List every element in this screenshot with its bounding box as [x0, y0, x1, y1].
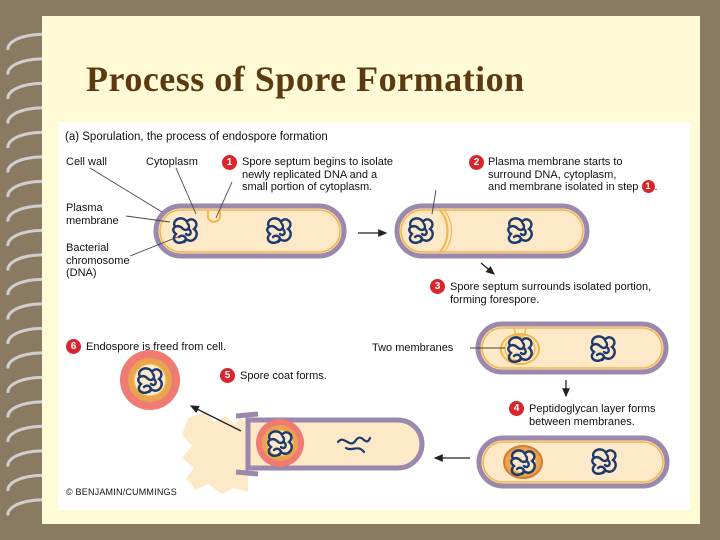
- step-2-badge: 2: [469, 155, 484, 170]
- step-1-badge: 1: [222, 155, 237, 170]
- step-5-badge: 5: [220, 368, 235, 383]
- step-1-text: Spore septum begins to isolate newly rep…: [242, 156, 394, 193]
- step-6-badge: 6: [66, 339, 81, 354]
- step-2-ref-badge: 1: [641, 180, 655, 193]
- label-cytoplasm: Cytoplasm: [146, 156, 198, 168]
- slide-title: Process of Spore Formation: [86, 59, 525, 99]
- cell-step-5: [182, 411, 425, 494]
- free-endospore: [120, 350, 180, 410]
- cell-step-3: [475, 321, 669, 375]
- step-4-badge: 4: [509, 401, 524, 416]
- cell-step-4: [476, 435, 670, 489]
- step-6-text: Endospore is freed from cell.: [86, 341, 227, 353]
- label-two-membranes: Two membranes: [372, 342, 454, 354]
- cell-step-1: [153, 203, 347, 259]
- leader-lines: [89, 167, 505, 349]
- step-4-text: Peptidoglycan layer forms between membra…: [529, 403, 656, 428]
- step-2-text: Plasma membrane starts to surround DNA, …: [488, 156, 658, 193]
- sporulation-figure: (a) Sporulation, the process of endospor…: [58, 122, 690, 510]
- panel-title: (a) Sporulation, the process of endospor…: [65, 131, 328, 143]
- sporulation-diagram: [89, 167, 670, 494]
- cell-step-2: [394, 203, 590, 259]
- step-5-text: Spore coat forms.: [240, 370, 327, 382]
- copyright-credit: © BENJAMIN/CUMMINGS: [66, 487, 177, 497]
- process-arrows: [189, 229, 570, 462]
- label-plasma-membrane: Plasma membrane: [66, 202, 119, 227]
- step-3-text: Spore septum surrounds isolated portion,…: [450, 281, 652, 306]
- label-bacterial-chromosome: Bacterial chromosome (DNA): [66, 242, 130, 279]
- step-3-badge: 3: [430, 279, 445, 294]
- label-cell-wall: Cell wall: [66, 156, 107, 168]
